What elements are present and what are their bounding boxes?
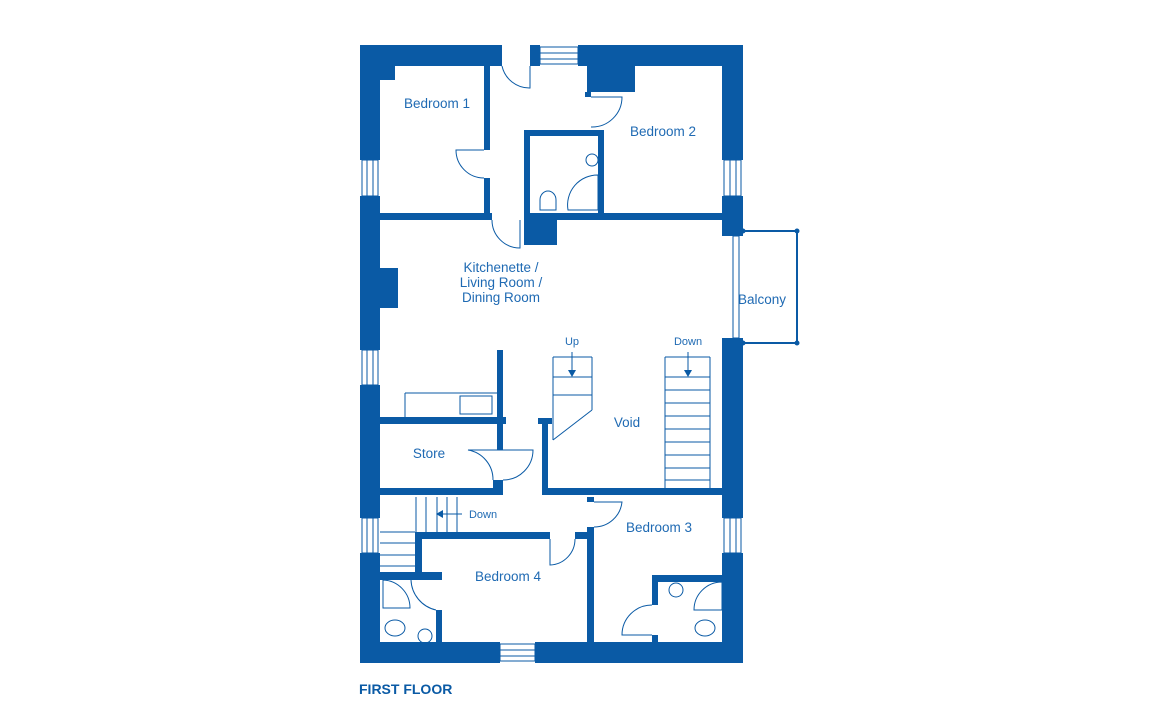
basin-icon [585, 153, 599, 167]
arrow-down-icon [568, 370, 576, 377]
shower-icon [567, 174, 599, 211]
label-store: Store [413, 446, 445, 461]
label-balcony: Balcony [738, 292, 786, 307]
label-living-room: Living Room / [460, 275, 543, 290]
label-stairs-up: Up [565, 336, 579, 348]
walls [360, 45, 743, 663]
balcony-outline [740, 228, 800, 346]
plan-title: FIRST FLOOR [359, 681, 452, 697]
label-void: Void [614, 415, 640, 430]
arrow-left-icon [436, 510, 443, 518]
windows [361, 46, 742, 662]
stairs [380, 352, 711, 567]
label-stairs-down-right: Down [674, 336, 702, 348]
room-labels: Bedroom 1 Bedroom 2 Kitchenette / Living… [404, 96, 786, 584]
label-bedroom-2: Bedroom 2 [630, 124, 696, 139]
label-bedroom-3: Bedroom 3 [626, 520, 692, 535]
doors [404, 65, 653, 636]
stair-down-right [664, 352, 711, 490]
label-stairs-down-left: Down [469, 509, 497, 521]
label-bedroom-1: Bedroom 1 [404, 96, 470, 111]
toilet-icon [539, 190, 557, 211]
label-bedroom-4: Bedroom 4 [475, 569, 542, 584]
label-dining-room: Dining Room [462, 290, 540, 305]
fixtures [382, 153, 723, 644]
sink-icon [459, 395, 493, 415]
label-kitchenette: Kitchenette / [463, 260, 538, 275]
stair-down-left [380, 497, 462, 567]
